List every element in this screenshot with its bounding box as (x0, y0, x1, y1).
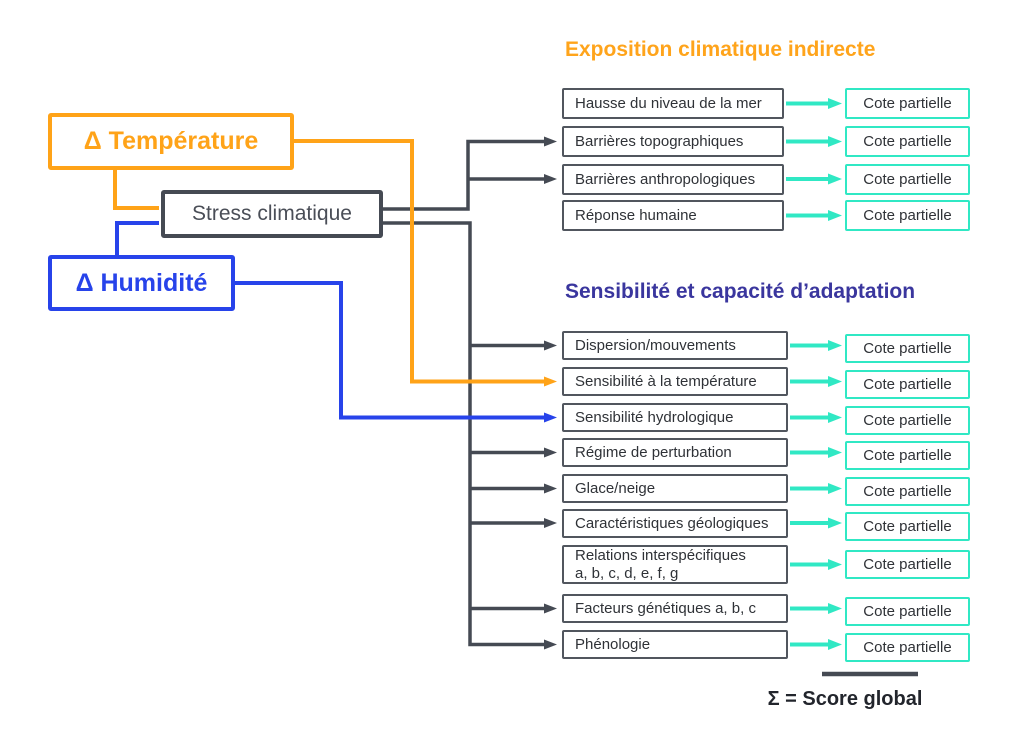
temperature-node: Δ Température (48, 113, 294, 170)
stress-wires (382, 136, 557, 650)
score-label: Cote partielle (863, 556, 952, 573)
factor-label: Barrières topographiques (575, 132, 744, 150)
factor-label: Régime de perturbation (575, 443, 732, 461)
wire-humidity-to-sensibilite-hydrologique (235, 281, 557, 423)
temperature-wires (113, 139, 557, 387)
score-box: Cote partielle (845, 512, 970, 541)
score-box: Cote partielle (845, 477, 970, 506)
factor-label: Sensibilité hydrologique (575, 408, 734, 426)
score-box: Cote partielle (845, 597, 970, 626)
factor-box-reponse-humaine: Réponse humaine (562, 200, 784, 231)
factor-label: Caractéristiques géologiques (575, 514, 769, 532)
humidity-label: Δ Humidité (75, 268, 208, 297)
stress-node: Stress climatique (161, 190, 383, 238)
score-label: Cote partielle (863, 447, 952, 464)
score-box: Cote partielle (845, 441, 970, 470)
score-box: Cote partielle (845, 633, 970, 662)
score-arrows (786, 98, 842, 650)
wire-humidity-to-stress (115, 221, 159, 255)
score-label: Cote partielle (863, 483, 952, 500)
factor-label: Facteurs génétiques a, b, c (575, 599, 756, 617)
factor-label: Hausse du niveau de la mer (575, 94, 762, 112)
humidity-wires (115, 221, 557, 423)
score-label: Cote partielle (863, 207, 952, 224)
score-box: Cote partielle (845, 406, 970, 435)
factor-label-line2: a, b, c, d, e, f, g (575, 564, 679, 582)
wire-stress-to-phenologie (382, 221, 557, 650)
score-box: Cote partielle (845, 88, 970, 119)
factor-label: Glace/neige (575, 479, 656, 497)
factor-box-hausse-niveau-mer: Hausse du niveau de la mer (562, 88, 784, 119)
score-box: Cote partielle (845, 550, 970, 579)
score-label: Cote partielle (863, 133, 952, 150)
factor-box-sensibilite-temperature: Sensibilité à la température (562, 367, 788, 396)
stress-label: Stress climatique (192, 202, 352, 225)
wire-stress-to-barrieres-topographiques (382, 136, 557, 211)
factor-box-glace-neige: Glace/neige (562, 474, 788, 503)
factor-box-barrieres-topographiques: Barrières topographiques (562, 126, 784, 157)
factor-box-facteurs-genetiques: Facteurs génétiques a, b, c (562, 594, 788, 623)
score-label: Cote partielle (863, 340, 952, 357)
factor-label: Phénologie (575, 635, 651, 653)
factor-label: Réponse humaine (575, 206, 697, 224)
wire-temperature-to-sensibilite-temperature (294, 139, 557, 387)
factor-label: Barrières anthropologiques (575, 170, 756, 188)
factor-box-barrieres-anthropologiques: Barrières anthropologiques (562, 164, 784, 195)
score-box: Cote partielle (845, 334, 970, 363)
score-label: Cote partielle (863, 518, 952, 535)
factor-label: Dispersion/mouvements (575, 336, 736, 354)
score-label: Cote partielle (863, 95, 952, 112)
section-title-exposition: Exposition climatique indirecte (565, 38, 876, 61)
factor-box-phenologie: Phénologie (562, 630, 788, 659)
humidity-node: Δ Humidité (48, 255, 235, 311)
score-label: Cote partielle (863, 412, 952, 429)
score-box: Cote partielle (845, 164, 970, 195)
wire-temperature-to-stress (113, 169, 159, 210)
score-label: Cote partielle (863, 639, 952, 656)
factor-box-relations-interspecifiques: Relations interspécifiques a, b, c, d, e… (562, 545, 788, 584)
temperature-label: Δ Température (83, 127, 259, 155)
score-box: Cote partielle (845, 370, 970, 399)
factor-box-dispersion-mouvements: Dispersion/mouvements (562, 331, 788, 360)
factor-box-caracteristiques-geologiques: Caractéristiques géologiques (562, 509, 788, 538)
factor-label: Sensibilité à la température (575, 372, 757, 390)
score-box: Cote partielle (845, 200, 970, 231)
factor-label: Relations interspécifiques (575, 546, 746, 564)
sum-label: Σ = Score global (767, 688, 923, 710)
score-label: Cote partielle (863, 171, 952, 188)
score-label: Cote partielle (863, 603, 952, 620)
factor-box-sensibilite-hydrologique: Sensibilité hydrologique (562, 403, 788, 432)
score-label: Cote partielle (863, 376, 952, 393)
score-box: Cote partielle (845, 126, 970, 157)
section-title-sensibilite: Sensibilité et capacité d’adaptation (565, 280, 916, 303)
factor-box-regime-perturbation: Régime de perturbation (562, 438, 788, 467)
